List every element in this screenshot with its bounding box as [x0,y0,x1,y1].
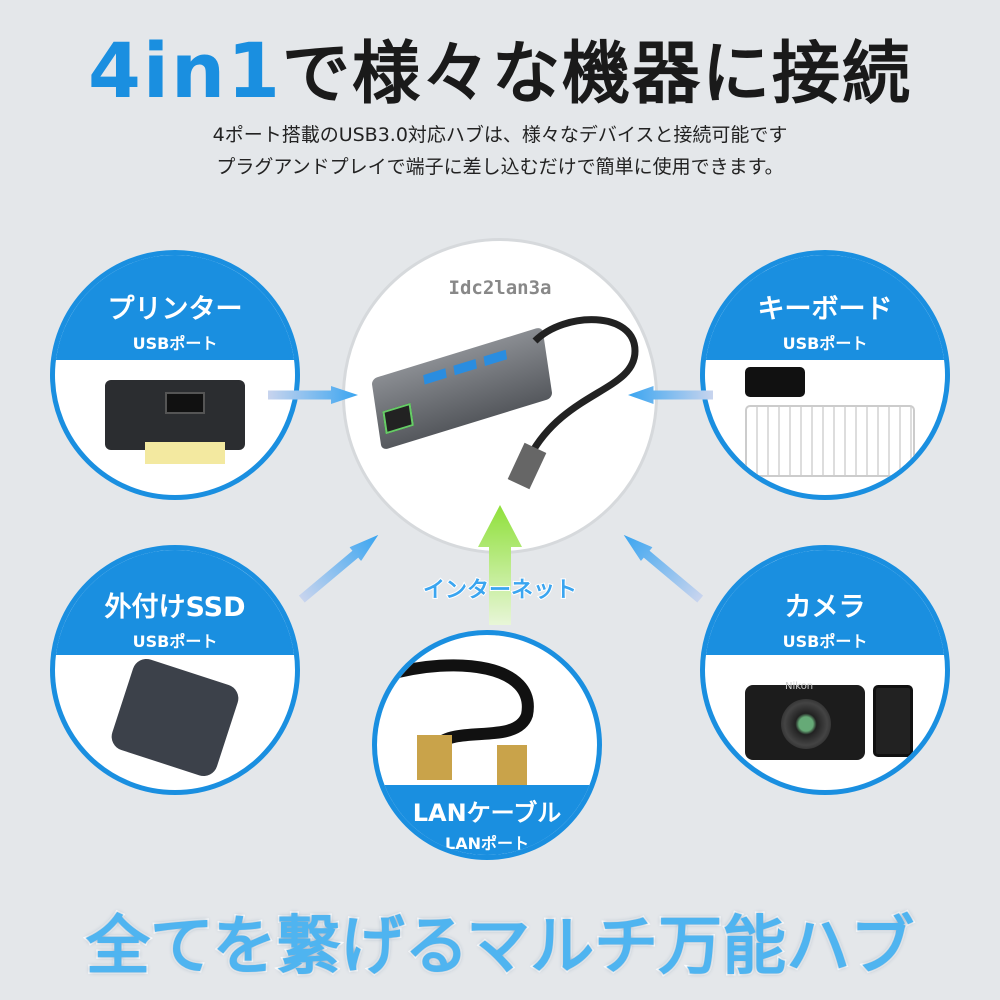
ssd-label: 外付けSSD [104,592,246,623]
device-keyboard: キーボード USBポート [700,250,950,500]
keyboard-image [745,405,915,477]
title-highlight: 4in1 [88,26,282,115]
keyboard-port: USBポート [782,334,868,353]
device-camera: カメラ USBポート Nikon [700,545,950,795]
internet-label: インターネット [422,577,578,604]
lan-port: LANポート [445,834,529,853]
device-ssd: 外付けSSD USBポート [50,545,300,795]
device-lan-cable: LANケーブル LANポート [372,630,602,860]
printer-image [105,380,245,464]
hub-circle: Idc2lan3a [342,238,658,554]
lan-cable-image [385,659,534,790]
arrow-camera-icon [618,528,706,606]
hub-model: Idc2lan3a [448,277,552,299]
lan-label: LANケーブル [412,799,562,827]
page-title: 4in1で様々な機器に接続 [0,18,1000,117]
arrow-keyboard-icon [628,386,713,404]
title-rest: で様々な機器に接続 [281,35,912,114]
camera-image: Nikon [745,681,865,760]
camera-label: カメラ [784,592,866,623]
arrow-ssd-icon [296,528,384,606]
keyboard-label: キーボード [757,294,893,325]
arrow-printer-icon [268,386,358,404]
printer-port: USBポート [132,334,218,353]
ssd-image [108,655,242,780]
subtitle-line-2: プラグアンドプレイで端子に差し込むだけで簡単に使用できます。 [216,156,784,178]
device-printer: プリンター USBポート [50,250,300,500]
ssd-port: USBポート [132,632,218,651]
printer-label: プリンター [107,294,243,325]
phone-image [873,685,913,757]
bottom-slogan: 全てを繋げるマルチ万能ハブ [84,909,915,986]
phone-image [745,367,805,397]
camera-port: USBポート [782,632,868,651]
subtitle-line-1: 4ポート搭載のUSB3.0対応ハブは、様々なデバイスと接続可能です [212,124,788,146]
hub-cable [507,316,639,490]
camera-brand: Nikon [785,681,814,692]
